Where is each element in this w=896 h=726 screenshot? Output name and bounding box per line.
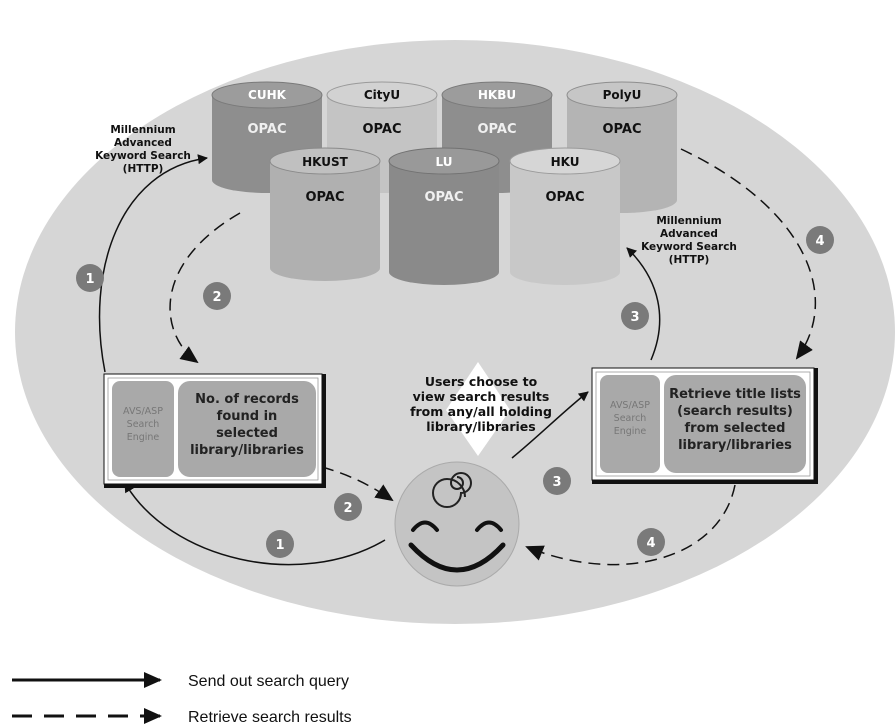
arrow-retrieve-left-box-to-user: [321, 466, 394, 502]
step-badge-3-top: 3: [621, 302, 649, 330]
db-name: HKBU: [478, 88, 516, 102]
step-badge-4-top: 4: [806, 226, 834, 254]
note-line: Keyword Search: [95, 150, 191, 162]
engine-label: Engine: [614, 426, 647, 437]
note-line: Keyword Search: [641, 241, 737, 253]
box-text-line: library/libraries: [678, 438, 792, 453]
note-line: (HTTP): [669, 254, 710, 266]
box-text-line: Retrieve title lists: [669, 387, 801, 402]
step-number: 4: [646, 536, 655, 551]
right-result-box: AVS/ASP Search Engine Retrieve title lis…: [591, 367, 818, 484]
database-hku: HKU OPAC: [509, 147, 621, 285]
note-line: Advanced: [114, 137, 172, 149]
engine-label: AVS/ASP: [610, 400, 650, 411]
step-number: 1: [275, 538, 284, 553]
engine-label: Search: [614, 413, 647, 424]
db-name: HKUST: [302, 155, 349, 169]
db-opac: OPAC: [306, 190, 345, 205]
step-number: 1: [85, 272, 94, 287]
arrow-send-user-to-right: [511, 391, 589, 459]
step-number: 3: [630, 310, 639, 325]
step-badge-1-top: 1: [76, 264, 104, 292]
step-badge-2-top: 2: [203, 282, 231, 310]
box-text-line: found in: [217, 409, 278, 424]
db-opac: OPAC: [478, 122, 517, 137]
search-note-left: Millennium Advanced Keyword Search (HTTP…: [95, 124, 191, 175]
step-badge-3-bottom: 3: [543, 467, 571, 495]
arrow-retrieve-right-box-to-user: [525, 484, 736, 566]
arrow-send-left: [98, 154, 208, 373]
engine-label: Engine: [127, 432, 160, 443]
user-text-line: Users choose to: [425, 374, 538, 389]
note-line: Millennium: [656, 215, 721, 227]
note-line: Advanced: [660, 228, 718, 240]
legend: Send out search query Retrieve search re…: [12, 672, 352, 726]
user-text-line: view search results: [413, 389, 550, 404]
database-lu: LU OPAC: [388, 147, 500, 285]
step-number: 2: [343, 501, 352, 516]
step-number: 3: [552, 475, 561, 490]
arrow-send-right: [626, 247, 661, 361]
db-opac: OPAC: [363, 122, 402, 137]
left-result-box: AVS/ASP Search Engine No. of records fou…: [103, 373, 326, 488]
db-name: CUHK: [248, 88, 287, 102]
database-hkust: HKUST OPAC: [269, 147, 381, 281]
engine-label: Search: [127, 419, 160, 430]
db-opac: OPAC: [546, 190, 585, 205]
step-badge-1-bottom: 1: [266, 530, 294, 558]
db-name: CityU: [364, 88, 400, 102]
user-face-icon: [394, 461, 520, 587]
engine-label: AVS/ASP: [123, 406, 163, 417]
box-text-line: No. of records: [195, 392, 299, 407]
db-name: PolyU: [603, 88, 642, 102]
search-note-right: Millennium Advanced Keyword Search (HTTP…: [641, 215, 737, 266]
step-badge-2-bottom: 2: [334, 493, 362, 521]
box-text-line: from selected: [685, 421, 786, 436]
db-opac: OPAC: [248, 122, 287, 137]
arrow-send-user-to-left: [124, 482, 386, 566]
db-name: LU: [436, 155, 453, 169]
note-line: (HTTP): [123, 163, 164, 175]
db-opac: OPAC: [425, 190, 464, 205]
box-text-line: library/libraries: [190, 443, 304, 458]
box-text-line: selected: [216, 426, 278, 441]
user-text-line: from any/all holding: [410, 404, 552, 419]
step-number: 4: [815, 234, 824, 249]
box-text-line: (search results): [677, 404, 793, 419]
step-number: 2: [212, 290, 221, 305]
legend-retrieve-label: Retrieve search results: [188, 709, 352, 726]
user-text-line: library/libraries: [426, 419, 535, 434]
step-badge-4-bottom: 4: [637, 528, 665, 556]
db-opac: OPAC: [603, 122, 642, 137]
db-name: HKU: [551, 155, 580, 169]
note-line: Millennium: [110, 124, 175, 136]
users-choice-note: Users choose to view search results from…: [410, 362, 552, 456]
legend-send-label: Send out search query: [188, 673, 349, 690]
